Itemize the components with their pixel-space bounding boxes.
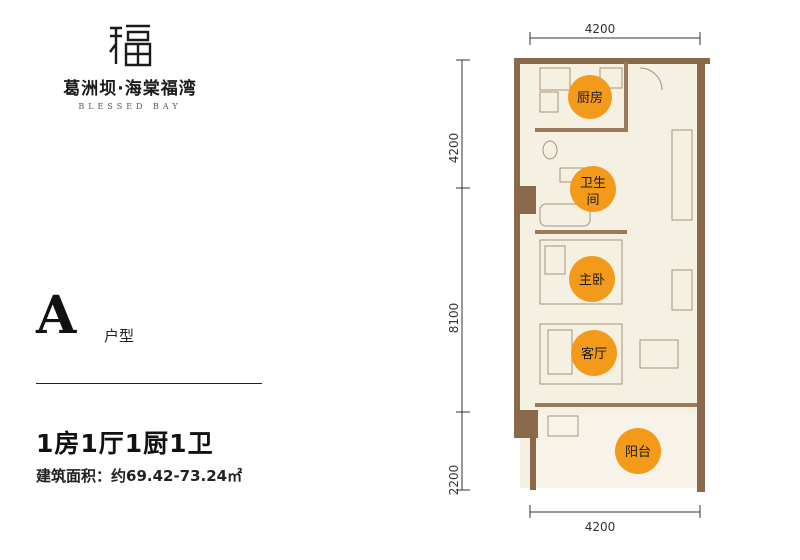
dim-top: 4200: [585, 22, 616, 36]
unit-type-label: 户型: [104, 327, 135, 345]
room-living-room: 客厅: [571, 330, 617, 376]
brand-logo: 葛洲坝·海棠福湾 BLESSED BAY: [60, 22, 200, 111]
room-balcony: 阳台: [615, 428, 661, 474]
floor-area: 建筑面积：约69.42-73.24㎡: [36, 467, 243, 485]
svg-text:主卧: 主卧: [579, 273, 605, 288]
dim-left-mid: 8100: [447, 303, 461, 334]
svg-text:阳台: 阳台: [625, 445, 651, 460]
unit-type-letter: A: [36, 285, 77, 346]
room-kitchen: 厨房: [568, 75, 612, 119]
divider: [36, 383, 262, 384]
svg-text:厨房: 厨房: [577, 90, 603, 106]
room-master-bedroom: 主卧: [569, 256, 615, 302]
brand-name: 葛洲坝·海棠福湾: [63, 79, 197, 99]
svg-text:卫生: 卫生: [580, 176, 606, 191]
dim-bottom: 4200: [585, 520, 616, 534]
fu-logo-icon: [109, 24, 152, 67]
dim-left-bottom: 2200: [447, 465, 461, 496]
brand-name-en: BLESSED BAY: [78, 102, 182, 111]
dim-left-top: 4200: [447, 133, 461, 164]
room-bathroom: 卫生 间: [570, 166, 616, 212]
svg-text:客厅: 客厅: [581, 346, 607, 362]
floor-plan: 4200 4200 4200 8100 2200: [447, 22, 710, 534]
svg-text:间: 间: [586, 193, 599, 208]
unit-layout: 1房1厅1厨1卫: [36, 429, 214, 458]
